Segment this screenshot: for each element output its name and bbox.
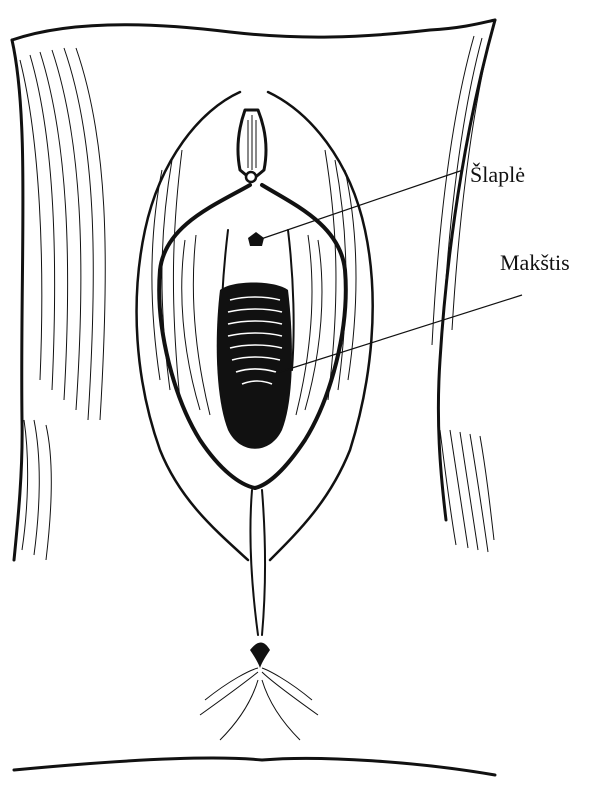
left-thigh-hatching (20, 48, 105, 560)
label-urethra: Šlaplė (470, 162, 525, 187)
clitoral-hood (238, 110, 266, 182)
leader-line-urethra (258, 170, 463, 240)
vaginal-opening (217, 230, 294, 449)
leader-lines (258, 170, 522, 375)
label-vagina: Makštis (500, 250, 570, 275)
leader-line-vagina (270, 295, 522, 375)
